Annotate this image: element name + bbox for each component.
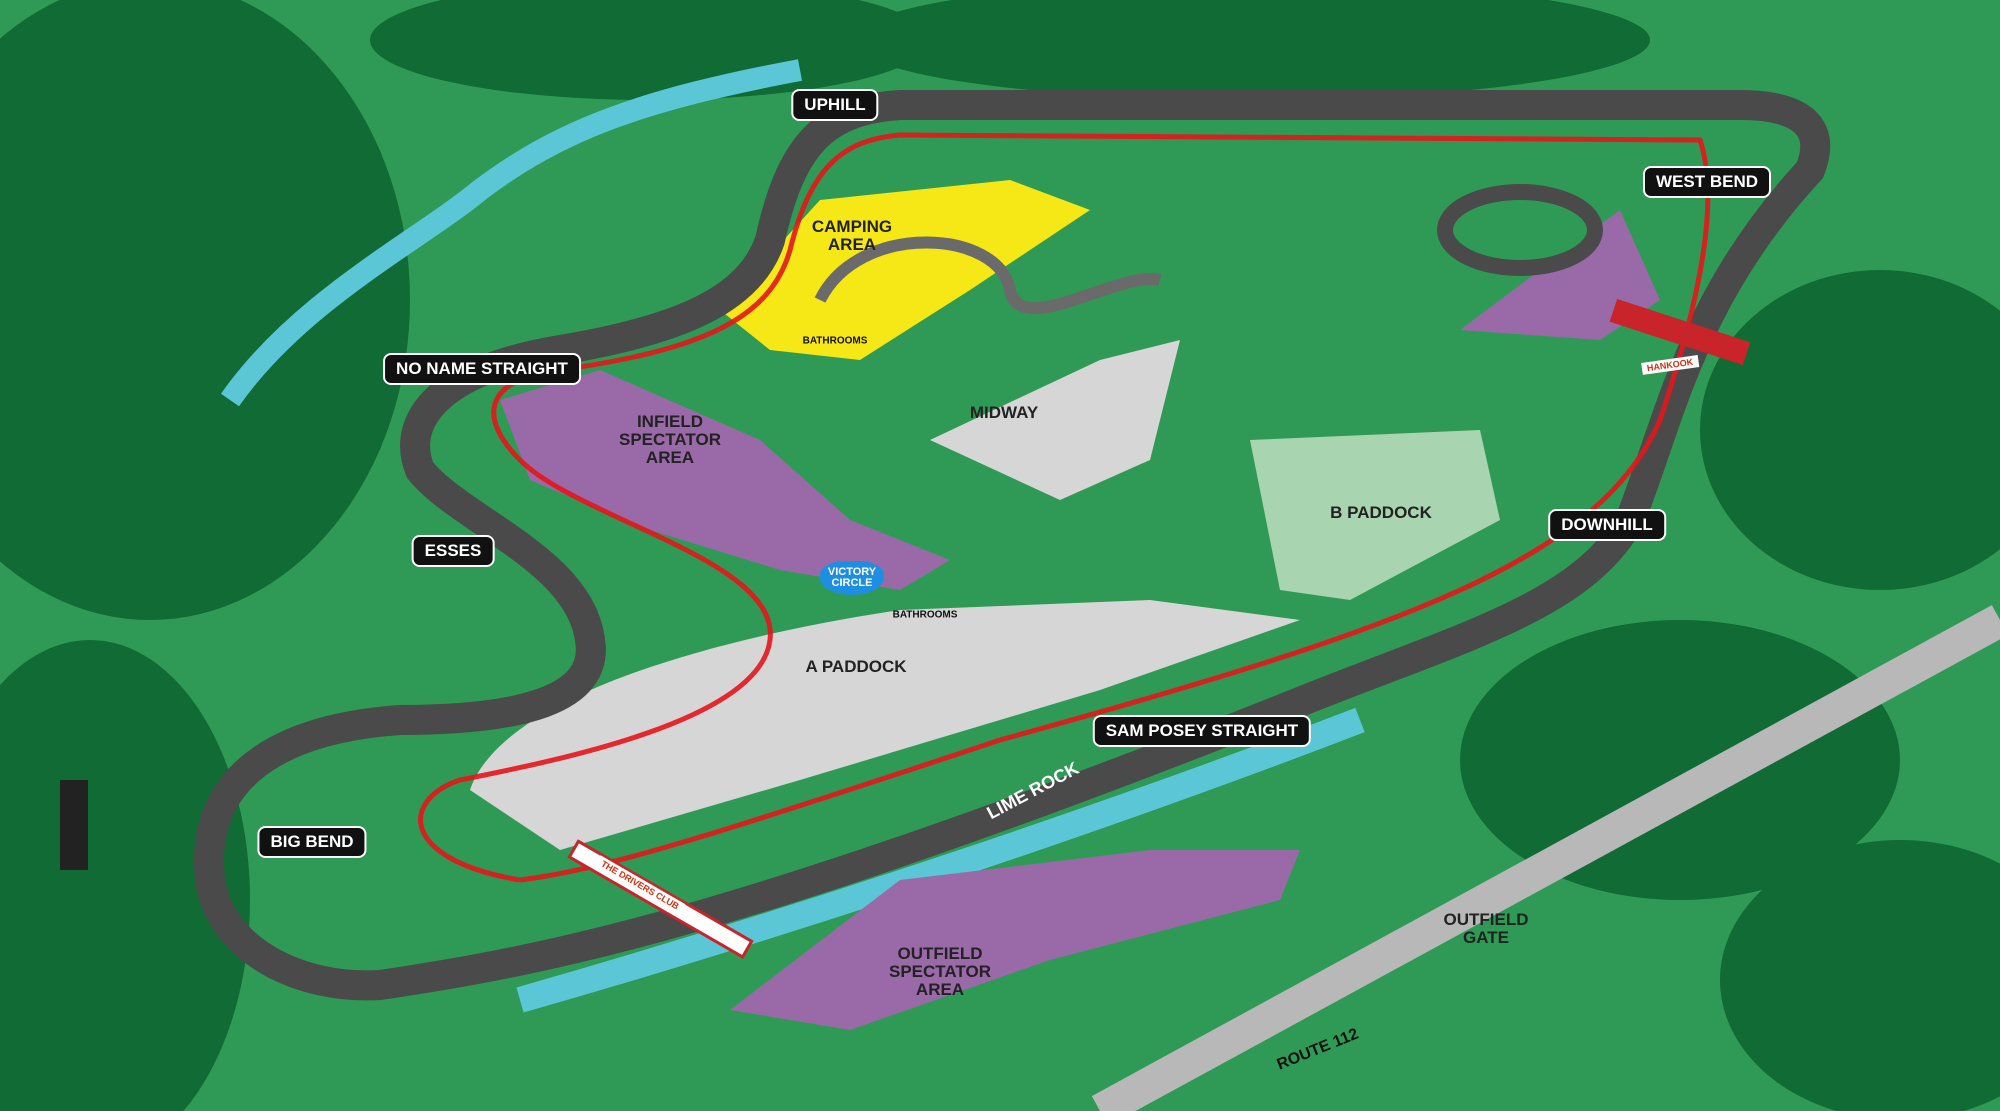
stream <box>220 59 803 407</box>
label-outfield-gate: OUTFIELD GATE <box>1443 910 1529 947</box>
label-outfield-spectator-area: OUTFIELD SPECTATOR AREA <box>888 944 992 999</box>
label-b-paddock: B PADDOCK <box>1330 503 1432 522</box>
hankook-bridge <box>1609 298 1751 366</box>
billboard <box>60 780 88 870</box>
label-infield-spectator-area: INFIELD SPECTATOR AREA <box>618 412 722 467</box>
river <box>516 707 1365 1013</box>
label-a-paddock: A PADDOCK <box>805 657 907 676</box>
route-112 <box>1091 605 2000 1111</box>
midway <box>930 340 1180 500</box>
label-camping-area: CAMPING AREA <box>811 217 893 254</box>
infield-spectator-area <box>500 370 950 590</box>
label-victory-circle: VICTORY CIRCLE <box>819 561 885 595</box>
label-downhill: DOWNHILL <box>1548 509 1666 541</box>
a-paddock <box>470 600 1300 850</box>
label-bathrooms: BATHROOMS <box>892 609 958 621</box>
racing-line <box>418 132 1711 883</box>
label-sam-posey-straight: SAM POSEY STRAIGHT <box>1092 715 1312 747</box>
skid-pad <box>1437 184 1603 276</box>
camping-area <box>720 180 1090 360</box>
label-big-bend: BIG BEND <box>257 826 367 858</box>
label-west-bend: WEST BEND <box>1643 166 1771 198</box>
west-spectator-area <box>1460 210 1660 340</box>
b-paddock <box>1250 430 1500 600</box>
label-esses: ESSES <box>411 535 495 567</box>
label-uphill: UPHILL <box>791 89 879 121</box>
kart-track <box>814 236 1162 315</box>
label-no-name-straight: NO NAME STRAIGHT <box>383 353 581 385</box>
label-bathrooms: BATHROOMS <box>802 335 868 347</box>
race-track <box>193 90 1831 1001</box>
outfield-spectator-area <box>730 850 1300 1030</box>
label-midway: MIDWAY <box>969 403 1039 422</box>
